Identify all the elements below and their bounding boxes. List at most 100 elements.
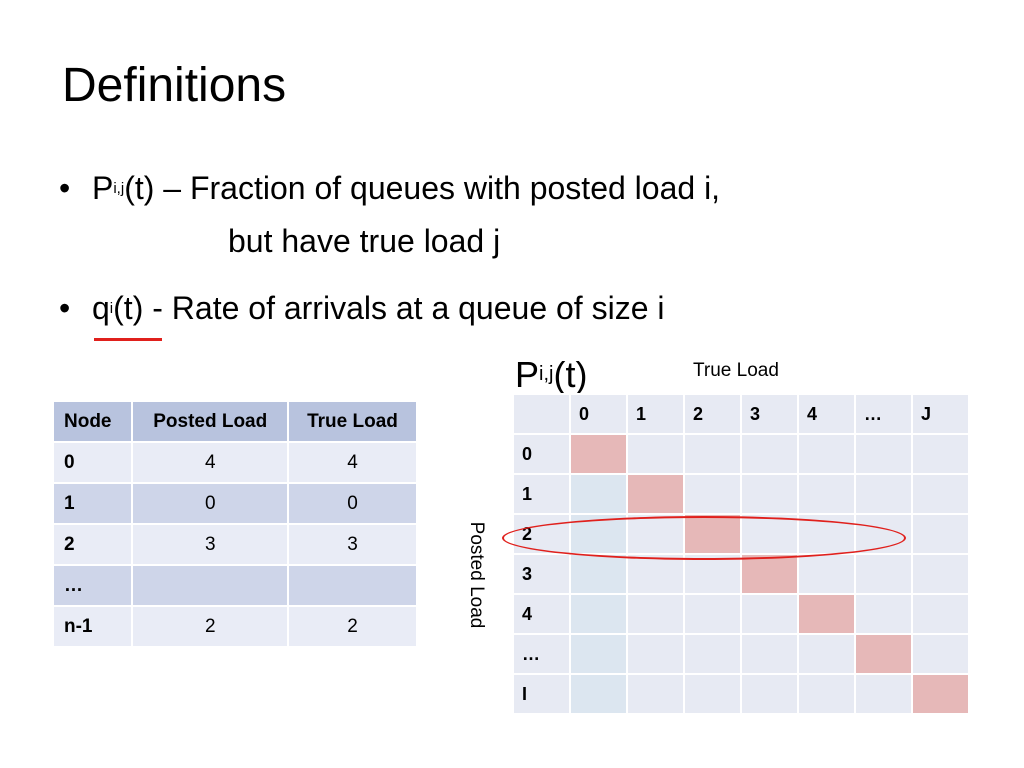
table-row: 0 4 4 [51, 441, 418, 484]
matrix-diagonal-cell [797, 593, 856, 635]
matrix-row-header: 3 [512, 553, 571, 595]
matrix-cell [854, 433, 913, 475]
cell-true: 2 [287, 605, 418, 648]
matrix-cell [740, 593, 799, 635]
bullet-text: (t) - Rate of arrivals at a queue of siz… [113, 290, 665, 326]
cell-node: … [51, 564, 134, 607]
cell-posted: 3 [131, 523, 289, 566]
cell-true: 4 [287, 441, 418, 484]
matrix-cell [740, 473, 799, 515]
matrix-cell [569, 633, 628, 675]
bullet-continuation: but have true load j [228, 223, 501, 259]
matrix-row-header: I [512, 673, 571, 715]
matrix-cell [683, 553, 742, 595]
matrix-row-header: 0 [512, 433, 571, 475]
cell-true: 0 [287, 482, 418, 525]
matrix-row-header: 1 [512, 473, 571, 515]
matrix-row: 3 [512, 553, 970, 595]
slide-title: Definitions [62, 59, 287, 112]
matrix-cell [626, 593, 685, 635]
matrix-cell [626, 633, 685, 675]
bullet-subscript: i,j [113, 180, 125, 197]
matrix-diagonal-cell [740, 553, 799, 595]
cell-node: 2 [51, 523, 134, 566]
table-header-row: Node Posted Load True Load [51, 400, 418, 443]
matrix-cell [683, 593, 742, 635]
cell-node: 0 [51, 441, 134, 484]
table-row: … [51, 564, 418, 607]
matrix-cell [569, 553, 628, 595]
bullet-subscript: i [109, 300, 114, 317]
matrix-title-rest: (t) [553, 354, 588, 395]
highlight-ellipse [502, 516, 906, 560]
matrix-cell [683, 473, 742, 515]
matrix-cell [854, 593, 913, 635]
matrix-cell [911, 433, 970, 475]
posted-load-axis-label: Posted Load [466, 521, 487, 629]
header-posted-load: Posted Load [131, 400, 289, 443]
matrix-cell [569, 593, 628, 635]
bullet-symbol: q [92, 290, 110, 326]
matrix-row: 1 [512, 473, 970, 515]
matrix-diagonal-cell [569, 433, 628, 475]
matrix-cell [797, 553, 856, 595]
matrix-cell [626, 673, 685, 715]
cell-posted: 2 [131, 605, 289, 648]
matrix-col-header: … [854, 393, 913, 435]
red-underline [94, 338, 162, 341]
cell-posted: 4 [131, 441, 289, 484]
matrix-cell [569, 473, 628, 515]
cell-true: 3 [287, 523, 418, 566]
matrix-col-header: 2 [683, 393, 742, 435]
bullet-p-definition: •Pi,j(t) – Fraction of queues with poste… [59, 170, 721, 207]
matrix-title-symbol: P [515, 354, 540, 395]
header-node: Node [51, 400, 134, 443]
matrix-cell [911, 513, 970, 555]
matrix-cell [740, 673, 799, 715]
matrix-row: I [512, 673, 970, 715]
matrix-cell [683, 633, 742, 675]
matrix-col-header: 0 [569, 393, 628, 435]
matrix-row: 0 [512, 433, 970, 475]
bullet-q-definition: • qi(t) - Rate of arrivals at a queue of … [59, 290, 665, 327]
table-row: n-1 2 2 [51, 605, 418, 648]
matrix-cell [740, 433, 799, 475]
matrix-cell [911, 473, 970, 515]
cell-node: 1 [51, 482, 134, 525]
matrix-cell [797, 633, 856, 675]
matrix-cell [911, 593, 970, 635]
matrix-cell [911, 553, 970, 595]
matrix-corner-cell [512, 393, 571, 435]
matrix-cell [683, 433, 742, 475]
matrix-row-header: 4 [512, 593, 571, 635]
matrix-cell [683, 673, 742, 715]
header-true-load: True Load [287, 400, 418, 443]
bullet-text: (t) – Fraction of queues with posted loa… [124, 170, 721, 206]
bullet-symbol: P [92, 170, 114, 206]
node-load-table: Node Posted Load True Load 0 4 4 1 0 0 2… [51, 400, 418, 648]
cell-true [287, 564, 418, 607]
bullet-dot: • [59, 290, 71, 326]
matrix-cell [626, 553, 685, 595]
matrix-cell [911, 633, 970, 675]
table-row: 2 3 3 [51, 523, 418, 566]
matrix-cell [854, 673, 913, 715]
matrix-col-header: 4 [797, 393, 856, 435]
matrix-cell [797, 673, 856, 715]
matrix-row: 4 [512, 593, 970, 635]
matrix-cell [854, 553, 913, 595]
matrix-cell [626, 433, 685, 475]
matrix-cell [854, 473, 913, 515]
true-load-axis-label: True Load [693, 360, 779, 381]
table-row: 1 0 0 [51, 482, 418, 525]
matrix-col-header: 1 [626, 393, 685, 435]
cell-node: n-1 [51, 605, 134, 648]
cell-posted [131, 564, 289, 607]
matrix-cell [740, 633, 799, 675]
matrix-row: … [512, 633, 970, 675]
matrix-col-header: J [911, 393, 970, 435]
matrix-cell [797, 473, 856, 515]
matrix-title: Pi,j(t) [515, 354, 587, 396]
matrix-diagonal-cell [854, 633, 913, 675]
